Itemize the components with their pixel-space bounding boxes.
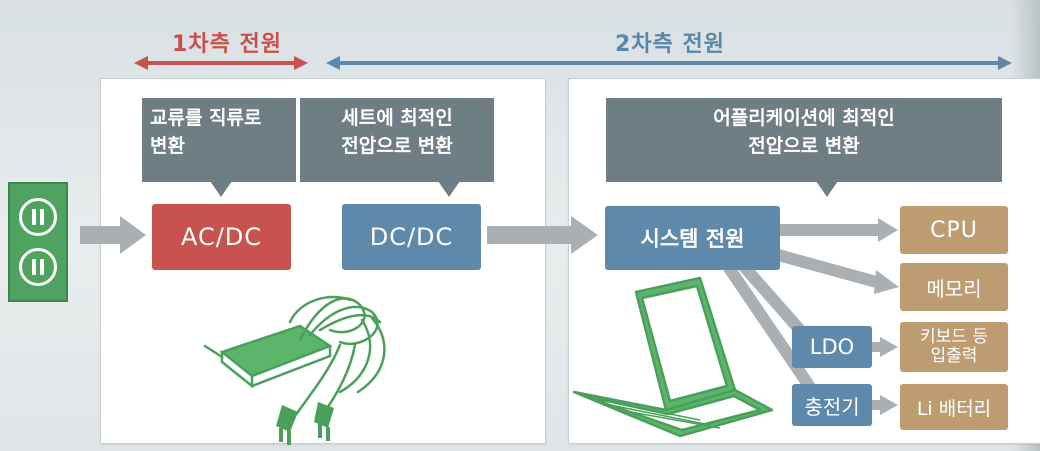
callout-set-voltage-line2: 전압으로 변환: [341, 135, 453, 157]
callout-ac-to-dc-line1: 교류를 직류로: [150, 107, 262, 129]
ldo-block: LDO: [792, 326, 872, 368]
primary-span-arrow: [134, 56, 308, 70]
callout-app-voltage: 어플리케이션에 최적인 전압으로 변환: [606, 98, 1002, 197]
callout-tail: [816, 181, 838, 197]
dcdc-block: DC/DC: [342, 204, 481, 270]
connector-system-to-memory: [758, 244, 882, 289]
keyboard-io-line2: 입출력: [930, 346, 978, 366]
acdc-block: AC/DC: [152, 204, 291, 270]
keyboard-io-line1: 키보드 등: [920, 327, 988, 347]
keyboard-io-load: 키보드 등 입출력: [900, 322, 1008, 372]
primary-side-header: 1차측 전원: [172, 32, 282, 57]
callout-set-voltage: 세트에 최적인 전압으로 변환: [300, 98, 494, 197]
arrowhead-outlet-to-acdc: [120, 216, 146, 254]
callout-tail: [438, 181, 460, 197]
callout-ac-to-dc-line2: 변환: [150, 135, 185, 157]
callout-ac-to-dc: 교류를 직류로 변환: [142, 98, 296, 197]
battery-load: Li 배터리: [900, 384, 1008, 430]
cpu-load: CPU: [900, 206, 1008, 254]
callout-set-voltage-line1: 세트에 최적인: [341, 107, 453, 129]
arrowhead-dcdc-to-system: [571, 216, 598, 254]
charger-block: 충전기: [792, 384, 872, 426]
secondary-side-header: 2차측 전원: [615, 32, 725, 57]
arrow-dcdc-to-system: [487, 226, 573, 244]
system-power-block: 시스템 전원: [605, 206, 780, 270]
connector-system-to-ldo: [735, 258, 805, 334]
arrow-outlet-to-acdc: [80, 226, 122, 244]
outlet-socket-top: [19, 198, 57, 236]
callout-app-voltage-line1: 어플리케이션에 최적인: [713, 107, 895, 129]
secondary-span-arrow: [326, 56, 1012, 70]
arrowhead-memory: [874, 270, 899, 294]
connector-system-to-charger: [720, 258, 817, 394]
memory-load: 메모리: [900, 263, 1008, 311]
arrowhead-battery: [880, 395, 898, 415]
outlet-socket-bottom: [19, 248, 57, 286]
arrowhead-cpu: [878, 218, 898, 242]
callout-tail: [210, 181, 232, 197]
callout-app-voltage-line2: 전압으로 변환: [748, 135, 860, 157]
power-outlet-icon: [8, 182, 68, 302]
arrowhead-keyboard: [880, 337, 898, 357]
